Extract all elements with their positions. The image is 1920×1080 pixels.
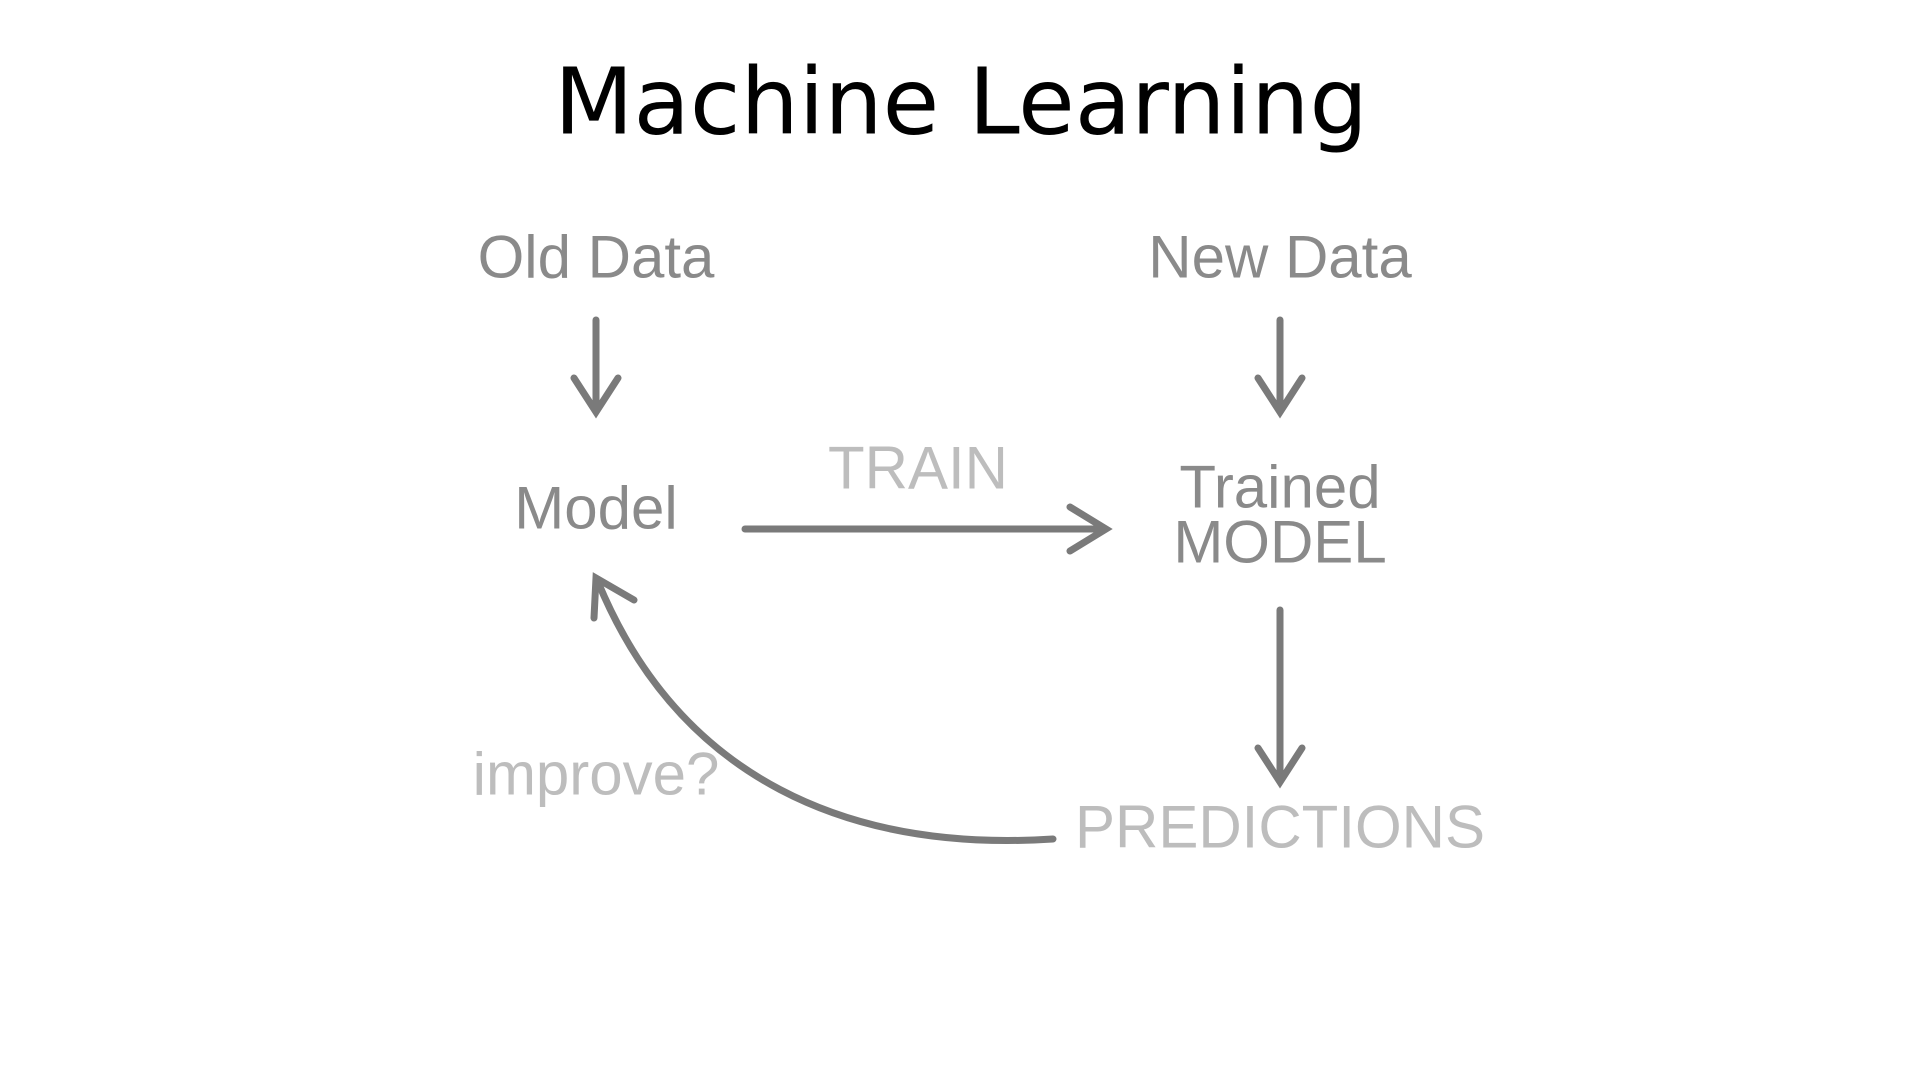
arrow-train	[741, 503, 1113, 555]
arrow-old-data-to-model	[570, 316, 622, 419]
arrow-improve-feedback	[590, 572, 1057, 844]
node-trained-line2: MODEL	[1173, 509, 1386, 576]
node-old-data: Old Data	[478, 224, 715, 291]
page-title: Machine Learning	[554, 49, 1368, 156]
node-new-data: New Data	[1148, 224, 1412, 291]
node-model: Model	[514, 475, 677, 542]
node-predictions: PREDICTIONS	[1075, 794, 1485, 861]
arrow-new-data-to-trained	[1254, 316, 1306, 419]
node-trained-line1: Trained	[1179, 454, 1380, 521]
edge-label-improve: improve?	[473, 741, 720, 808]
arrow-trained-to-predictions	[1254, 606, 1306, 789]
edge-label-train: TRAIN	[828, 435, 1008, 502]
